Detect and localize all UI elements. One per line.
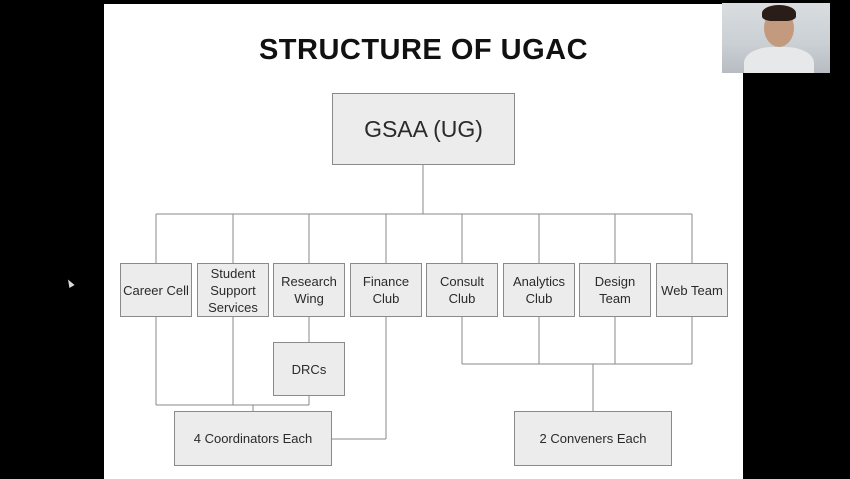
webcam-person-icon xyxy=(722,3,830,73)
webcam-hair xyxy=(762,5,796,21)
research-wing-box: Research Wing xyxy=(273,263,345,317)
career-cell-box: Career Cell xyxy=(120,263,192,317)
design-team-box: Design Team xyxy=(579,263,651,317)
coordinators-box: 4 Coordinators Each xyxy=(174,411,332,466)
org-chart-connectors xyxy=(155,165,693,440)
gsaa-ug-box: GSAA (UG) xyxy=(332,93,515,165)
consult-club-box: Consult Club xyxy=(426,263,498,317)
slide-title: STRUCTURE OF UGAC xyxy=(258,34,589,66)
finance-club-box: Finance Club xyxy=(350,263,422,317)
drcs-box: DRCs xyxy=(273,342,345,396)
analytics-club-box: Analytics Club xyxy=(503,263,575,317)
presentation-slide: STRUCTURE OF UGAC xyxy=(104,4,743,479)
webcam-torso xyxy=(744,47,814,73)
web-team-box: Web Team xyxy=(656,263,728,317)
student-support-services-box: Student Support Services xyxy=(197,263,269,317)
mouse-cursor-icon xyxy=(65,278,75,288)
conveners-box: 2 Conveners Each xyxy=(514,411,672,466)
